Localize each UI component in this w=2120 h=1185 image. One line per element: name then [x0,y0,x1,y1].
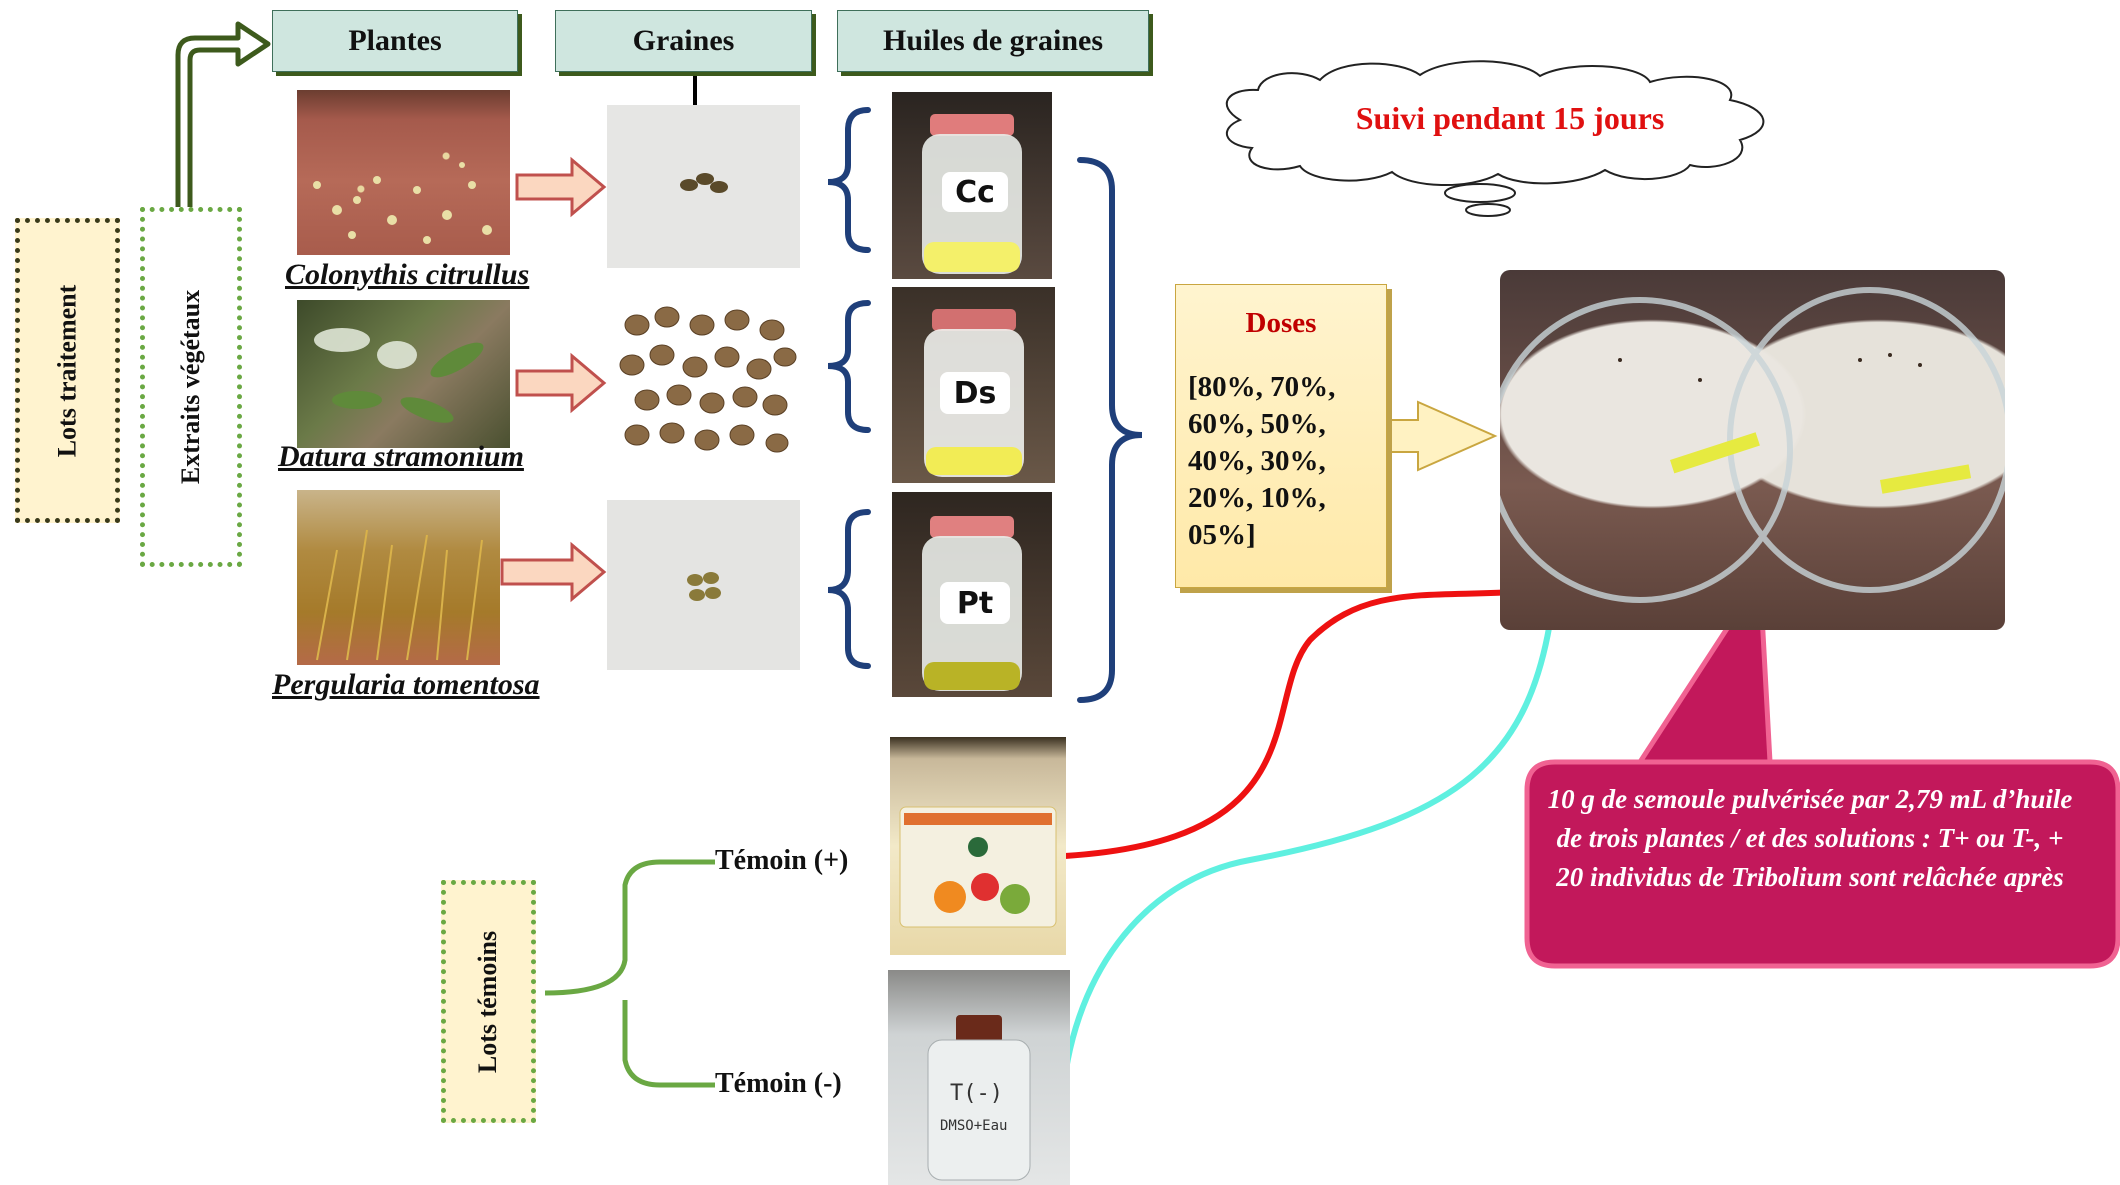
oil-jar-pt: Pt [892,492,1052,697]
seed-photo-datura [607,295,800,460]
red-curve [1064,587,1541,859]
lots-traitement-box: Lots traitement [15,218,120,523]
oil-jar-cc: Cc [892,92,1052,279]
cyan-curve [1059,609,1555,1106]
jar-label-ds: Ds [940,372,1010,414]
semolina-photo [1500,270,2005,630]
control-positive-label: Témoin (+) [715,845,849,876]
control-tree [544,859,715,1088]
extraits-vegetaux-box: Extraits végétaux [140,207,242,567]
header-huiles: Huiles de graines [837,10,1149,72]
orange-arrows [500,156,607,603]
seed-photo-pergularia [607,500,800,670]
cloud-shape [1225,60,1765,217]
header-graines: Graines [555,10,812,72]
plant-photo-pergularia [297,490,500,665]
control-positive-bottle [890,737,1066,955]
callout-shape [1524,570,2120,969]
control-negative-bottle: T(-) DMSO+Eau [888,970,1070,1185]
green-bent-arrow [175,21,271,213]
header-plantes: Plantes [272,10,518,72]
caption-datura: Datura stramonium [278,440,524,473]
doses-arrow [1387,400,1498,472]
doses-title: Doses [1245,307,1317,339]
large-brace [1077,157,1143,703]
jar-label-pt: Pt [940,582,1010,624]
oil-jar-ds: Ds [892,287,1055,483]
doses-values: [80%, 70%, 60%, 50%, 40%, 30%, 20%, 10%,… [1188,371,1336,551]
jar-braces [827,107,871,669]
jar-label-cc: Cc [942,172,1008,212]
caption-pergularia: Pergularia tomentosa [272,668,540,701]
callout-text: 10 g de semoule pulvérisée par 2,79 mL d… [1547,784,2073,892]
cloud-followup-text: Suivi pendant 15 jours [1355,100,1665,136]
seed-photo-colonythis [607,105,800,268]
control-negative-label: Témoin (-) [715,1068,842,1099]
plant-photo-colonythis [297,90,510,255]
caption-colonythis: Colonythis citrullus [285,258,530,291]
svg-text:T(-): T(-) [950,1081,1003,1106]
doses-box: Doses [80%, 70%, 60%, 50%, 40%, 30%, 20%… [1175,284,1387,588]
lots-temoins-box: Lots témoins [441,880,536,1123]
plant-photo-datura [297,300,510,448]
svg-text:DMSO+Eau: DMSO+Eau [940,1118,1007,1134]
